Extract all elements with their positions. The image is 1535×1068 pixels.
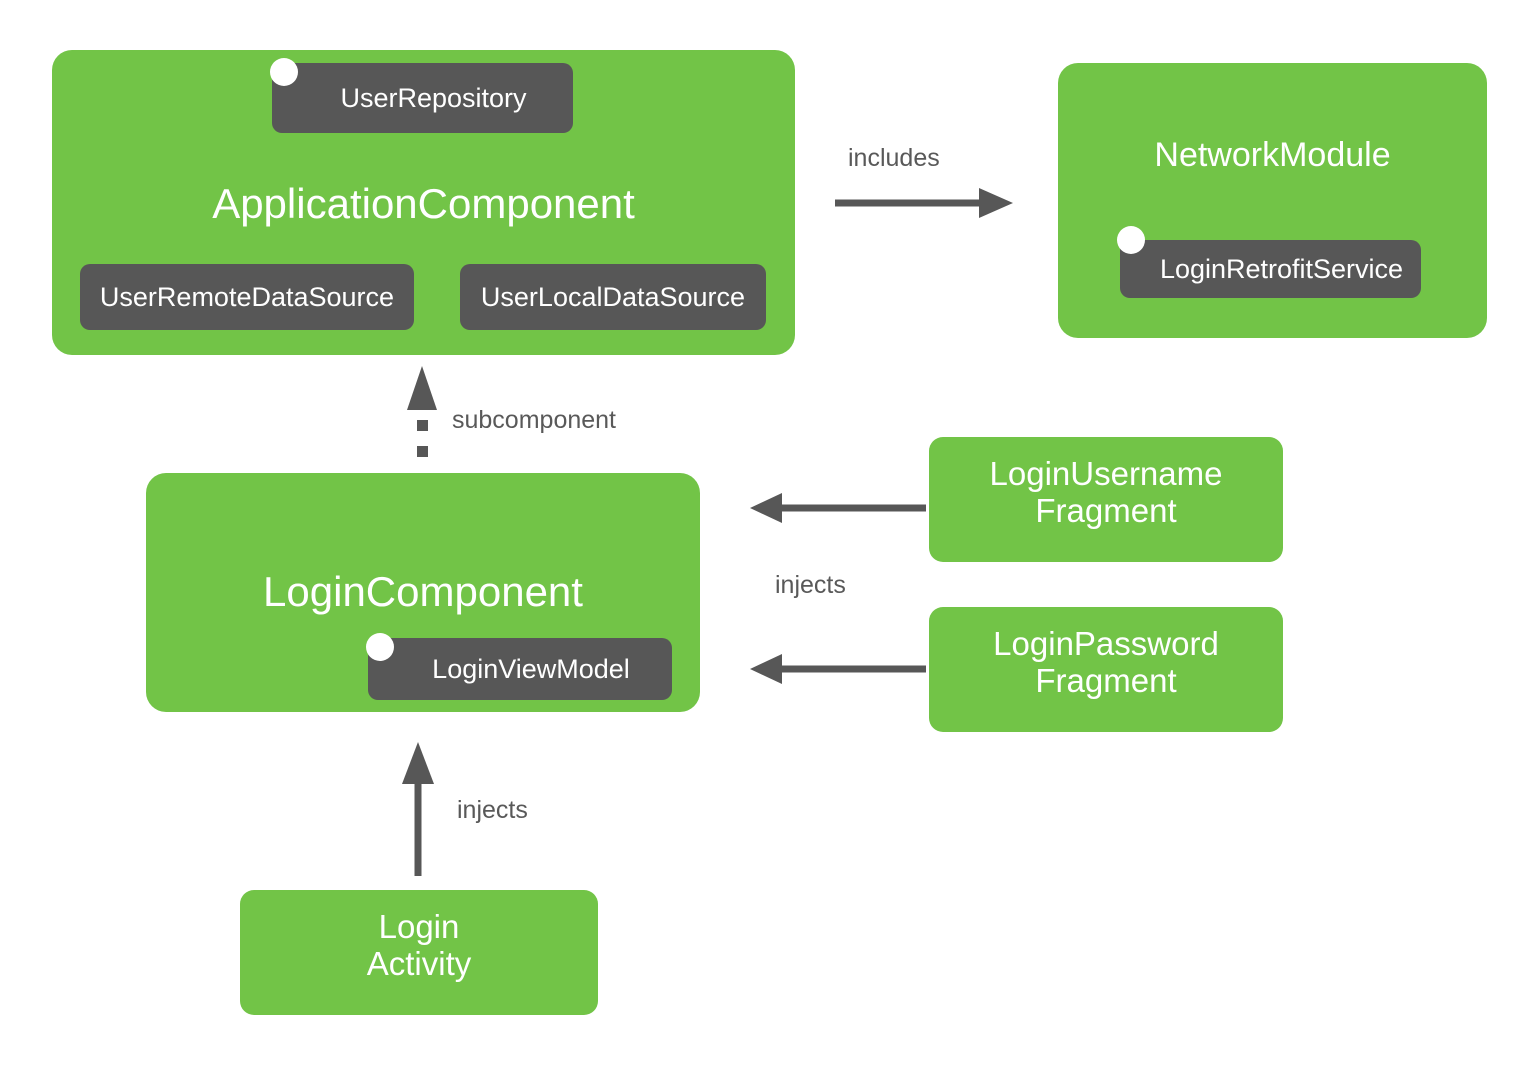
edge-includes-arrow xyxy=(835,188,1013,218)
node-login-component-title: LoginComponent xyxy=(263,568,583,615)
chip-login-retrofit-service-label: LoginRetrofitService xyxy=(1159,253,1404,284)
edge-injects-password-arrow xyxy=(750,654,926,684)
edge-subcomponent-arrow xyxy=(407,366,437,457)
chip-user-repository-label: UserRepository xyxy=(340,82,527,113)
node-login-password-fragment-title: LoginPassword Fragment xyxy=(993,625,1219,699)
chip-user-repository[interactable]: UserRepository xyxy=(272,63,573,133)
node-login-activity-title: Login Activity xyxy=(366,908,472,982)
chip-user-remote-data-source-label: UserRemoteDataSource xyxy=(99,281,395,312)
chip-user-local-data-source-label: UserLocalDataSource xyxy=(480,281,746,312)
edge-subcomponent-label: subcomponent xyxy=(452,406,617,434)
chip-user-local-data-source[interactable]: UserLocalDataSource xyxy=(460,264,766,330)
node-login-username-fragment-title: LoginUsername Fragment xyxy=(989,455,1223,529)
chip-login-view-model-label: LoginViewModel xyxy=(432,653,630,684)
provision-dot-login-retrofit-service xyxy=(1117,226,1145,254)
chip-login-retrofit-service[interactable]: LoginRetrofitService xyxy=(1120,240,1421,298)
node-network-module-title: NetworkModule xyxy=(1154,136,1391,174)
edge-injects-fragments-label: injects xyxy=(775,571,846,599)
chip-user-remote-data-source[interactable]: UserRemoteDataSource xyxy=(80,264,414,330)
node-login-password-fragment[interactable] xyxy=(929,607,1283,732)
provision-dot-login-view-model xyxy=(366,633,394,661)
node-login-username-fragment[interactable] xyxy=(929,437,1283,562)
provision-dot-user-repository xyxy=(270,58,298,86)
edge-injects-activity-arrow xyxy=(402,742,434,876)
node-login-activity[interactable] xyxy=(240,890,598,1015)
edge-injects-activity-label: injects xyxy=(457,796,528,824)
edge-includes-label: includes xyxy=(848,144,940,172)
chip-login-view-model[interactable]: LoginViewModel xyxy=(368,638,672,700)
node-application-component-title: ApplicationComponent xyxy=(212,180,635,227)
edge-injects-username-arrow xyxy=(750,493,926,523)
